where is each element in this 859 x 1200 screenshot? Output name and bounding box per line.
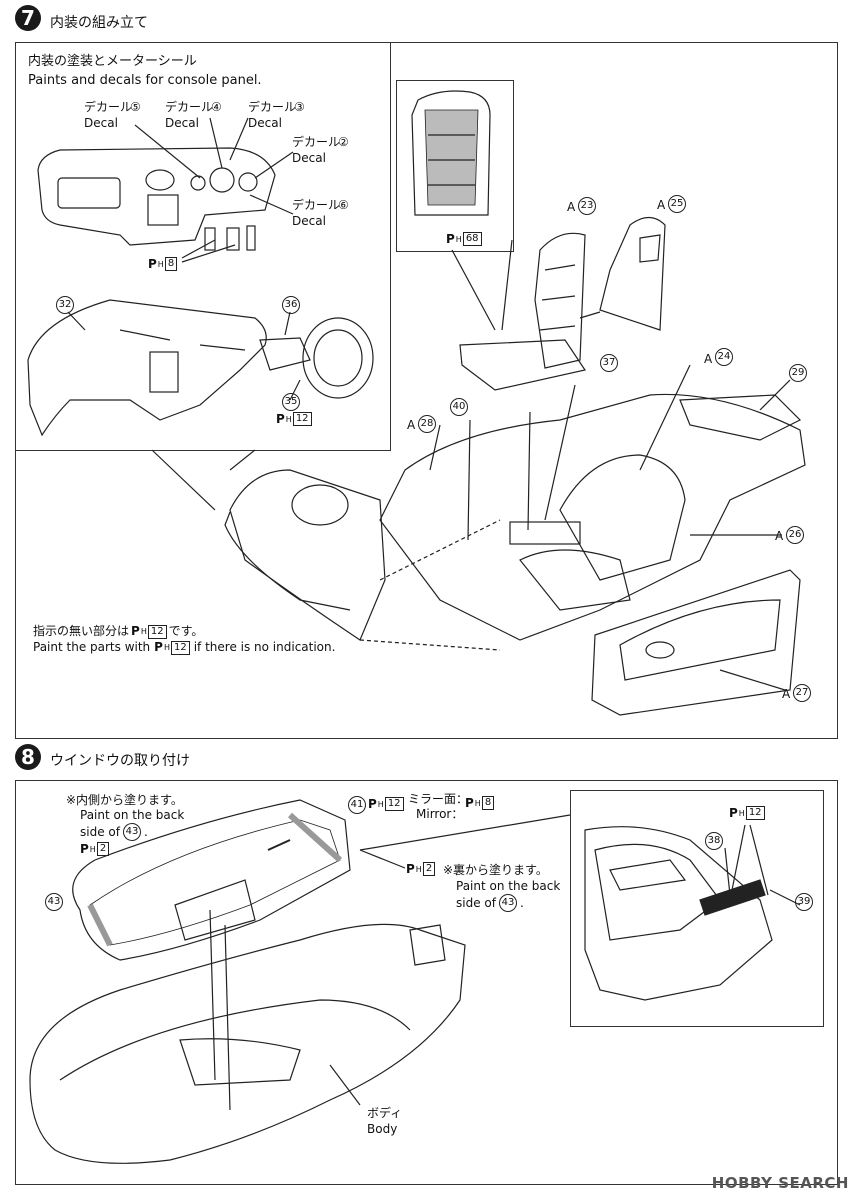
mirror-inset-frame bbox=[570, 790, 824, 1027]
seat-color-drawing bbox=[411, 90, 513, 331]
watermark: HOBBY SEARCH bbox=[711, 1174, 849, 1192]
dashboard-assembly-drawing bbox=[27, 299, 374, 437]
decal-6-en: Decal bbox=[292, 214, 326, 228]
decal-3-en: Decal bbox=[248, 116, 282, 130]
part-26: 26 bbox=[786, 526, 804, 544]
decal-5-jp: デカール bbox=[84, 100, 133, 114]
interior-tub-drawing bbox=[379, 364, 806, 641]
decal-2-en: Decal bbox=[292, 151, 326, 165]
car-body-drawing bbox=[29, 923, 466, 1164]
inset-title-jp: 内装の塗装とメーターシール bbox=[28, 54, 197, 69]
seat-left-drawing bbox=[459, 232, 586, 391]
part-39: 39 bbox=[795, 893, 813, 911]
decal-4-jp: デカール bbox=[165, 100, 214, 114]
decal-6-jp: デカール bbox=[292, 198, 341, 212]
step-7-number: 7 bbox=[15, 5, 41, 31]
part-37: 37 bbox=[600, 354, 618, 372]
decal-6-num: ⑥ bbox=[338, 198, 349, 212]
prefix-a-27: A bbox=[782, 687, 791, 701]
step-7-frame bbox=[15, 42, 838, 739]
prefix-a-25: A bbox=[657, 198, 666, 212]
decal-3-num: ③ bbox=[294, 100, 305, 114]
inside-note-en1: Paint on the back bbox=[80, 808, 185, 822]
part-38: 38 bbox=[705, 832, 723, 850]
seat-color-inset bbox=[396, 80, 514, 252]
dashboard-detail-drawing bbox=[37, 117, 294, 263]
decal-3-jp: デカール bbox=[248, 100, 297, 114]
prefix-a-24: A bbox=[704, 352, 713, 366]
mirror-en: Mirror： bbox=[416, 807, 464, 821]
prefix-a-23: A bbox=[567, 200, 576, 214]
seat-right-drawing bbox=[579, 216, 666, 331]
step-7-title: 内装の組み立て bbox=[50, 15, 148, 31]
decal-4-num: ④ bbox=[211, 100, 222, 114]
decal-5-num: ⑤ bbox=[130, 100, 141, 114]
dash-main-drawing bbox=[224, 469, 501, 651]
decal-4-en: Decal bbox=[165, 116, 199, 130]
console-inset-frame bbox=[15, 42, 391, 451]
part-28: 28 bbox=[418, 415, 436, 433]
part-23: 23 bbox=[578, 197, 596, 215]
door-panel-drawing bbox=[591, 569, 801, 716]
decal-5-en: Decal bbox=[84, 116, 118, 130]
inset-title-en: Paints and decals for console panel. bbox=[28, 73, 262, 88]
part-24: 24 bbox=[715, 348, 733, 366]
part-41: 41 bbox=[348, 796, 366, 814]
part-27: 27 bbox=[793, 684, 811, 702]
prefix-a-28: A bbox=[407, 418, 416, 432]
part-32: 32 bbox=[56, 296, 74, 314]
step-8-frame bbox=[15, 780, 838, 1185]
prefix-a-26: A bbox=[775, 529, 784, 543]
decal-2-num: ② bbox=[338, 135, 349, 149]
windshield-drawing bbox=[72, 799, 406, 1111]
body-jp: ボディ bbox=[367, 1106, 403, 1120]
mirror-jp: ミラー面： bbox=[408, 792, 469, 806]
decal-2-jp: デカール bbox=[292, 135, 341, 149]
back-note-en1: Paint on the back bbox=[456, 879, 561, 893]
back-note-jp: ※裏から塗ります。 bbox=[443, 863, 548, 877]
step-8-title: ウインドウの取り付け bbox=[50, 753, 190, 769]
step-8-number: 8 bbox=[15, 744, 41, 770]
part-25: 25 bbox=[668, 195, 686, 213]
part-43: 43 bbox=[45, 893, 63, 911]
part-40: 40 bbox=[450, 398, 468, 416]
part-36: 36 bbox=[282, 296, 300, 314]
inside-note-jp: ※内側から塗ります。 bbox=[66, 793, 183, 807]
part-29: 29 bbox=[789, 364, 807, 382]
part-35: 35 bbox=[282, 393, 300, 411]
mirror-inset-drawing bbox=[359, 814, 801, 1001]
body-en: Body bbox=[367, 1122, 398, 1136]
